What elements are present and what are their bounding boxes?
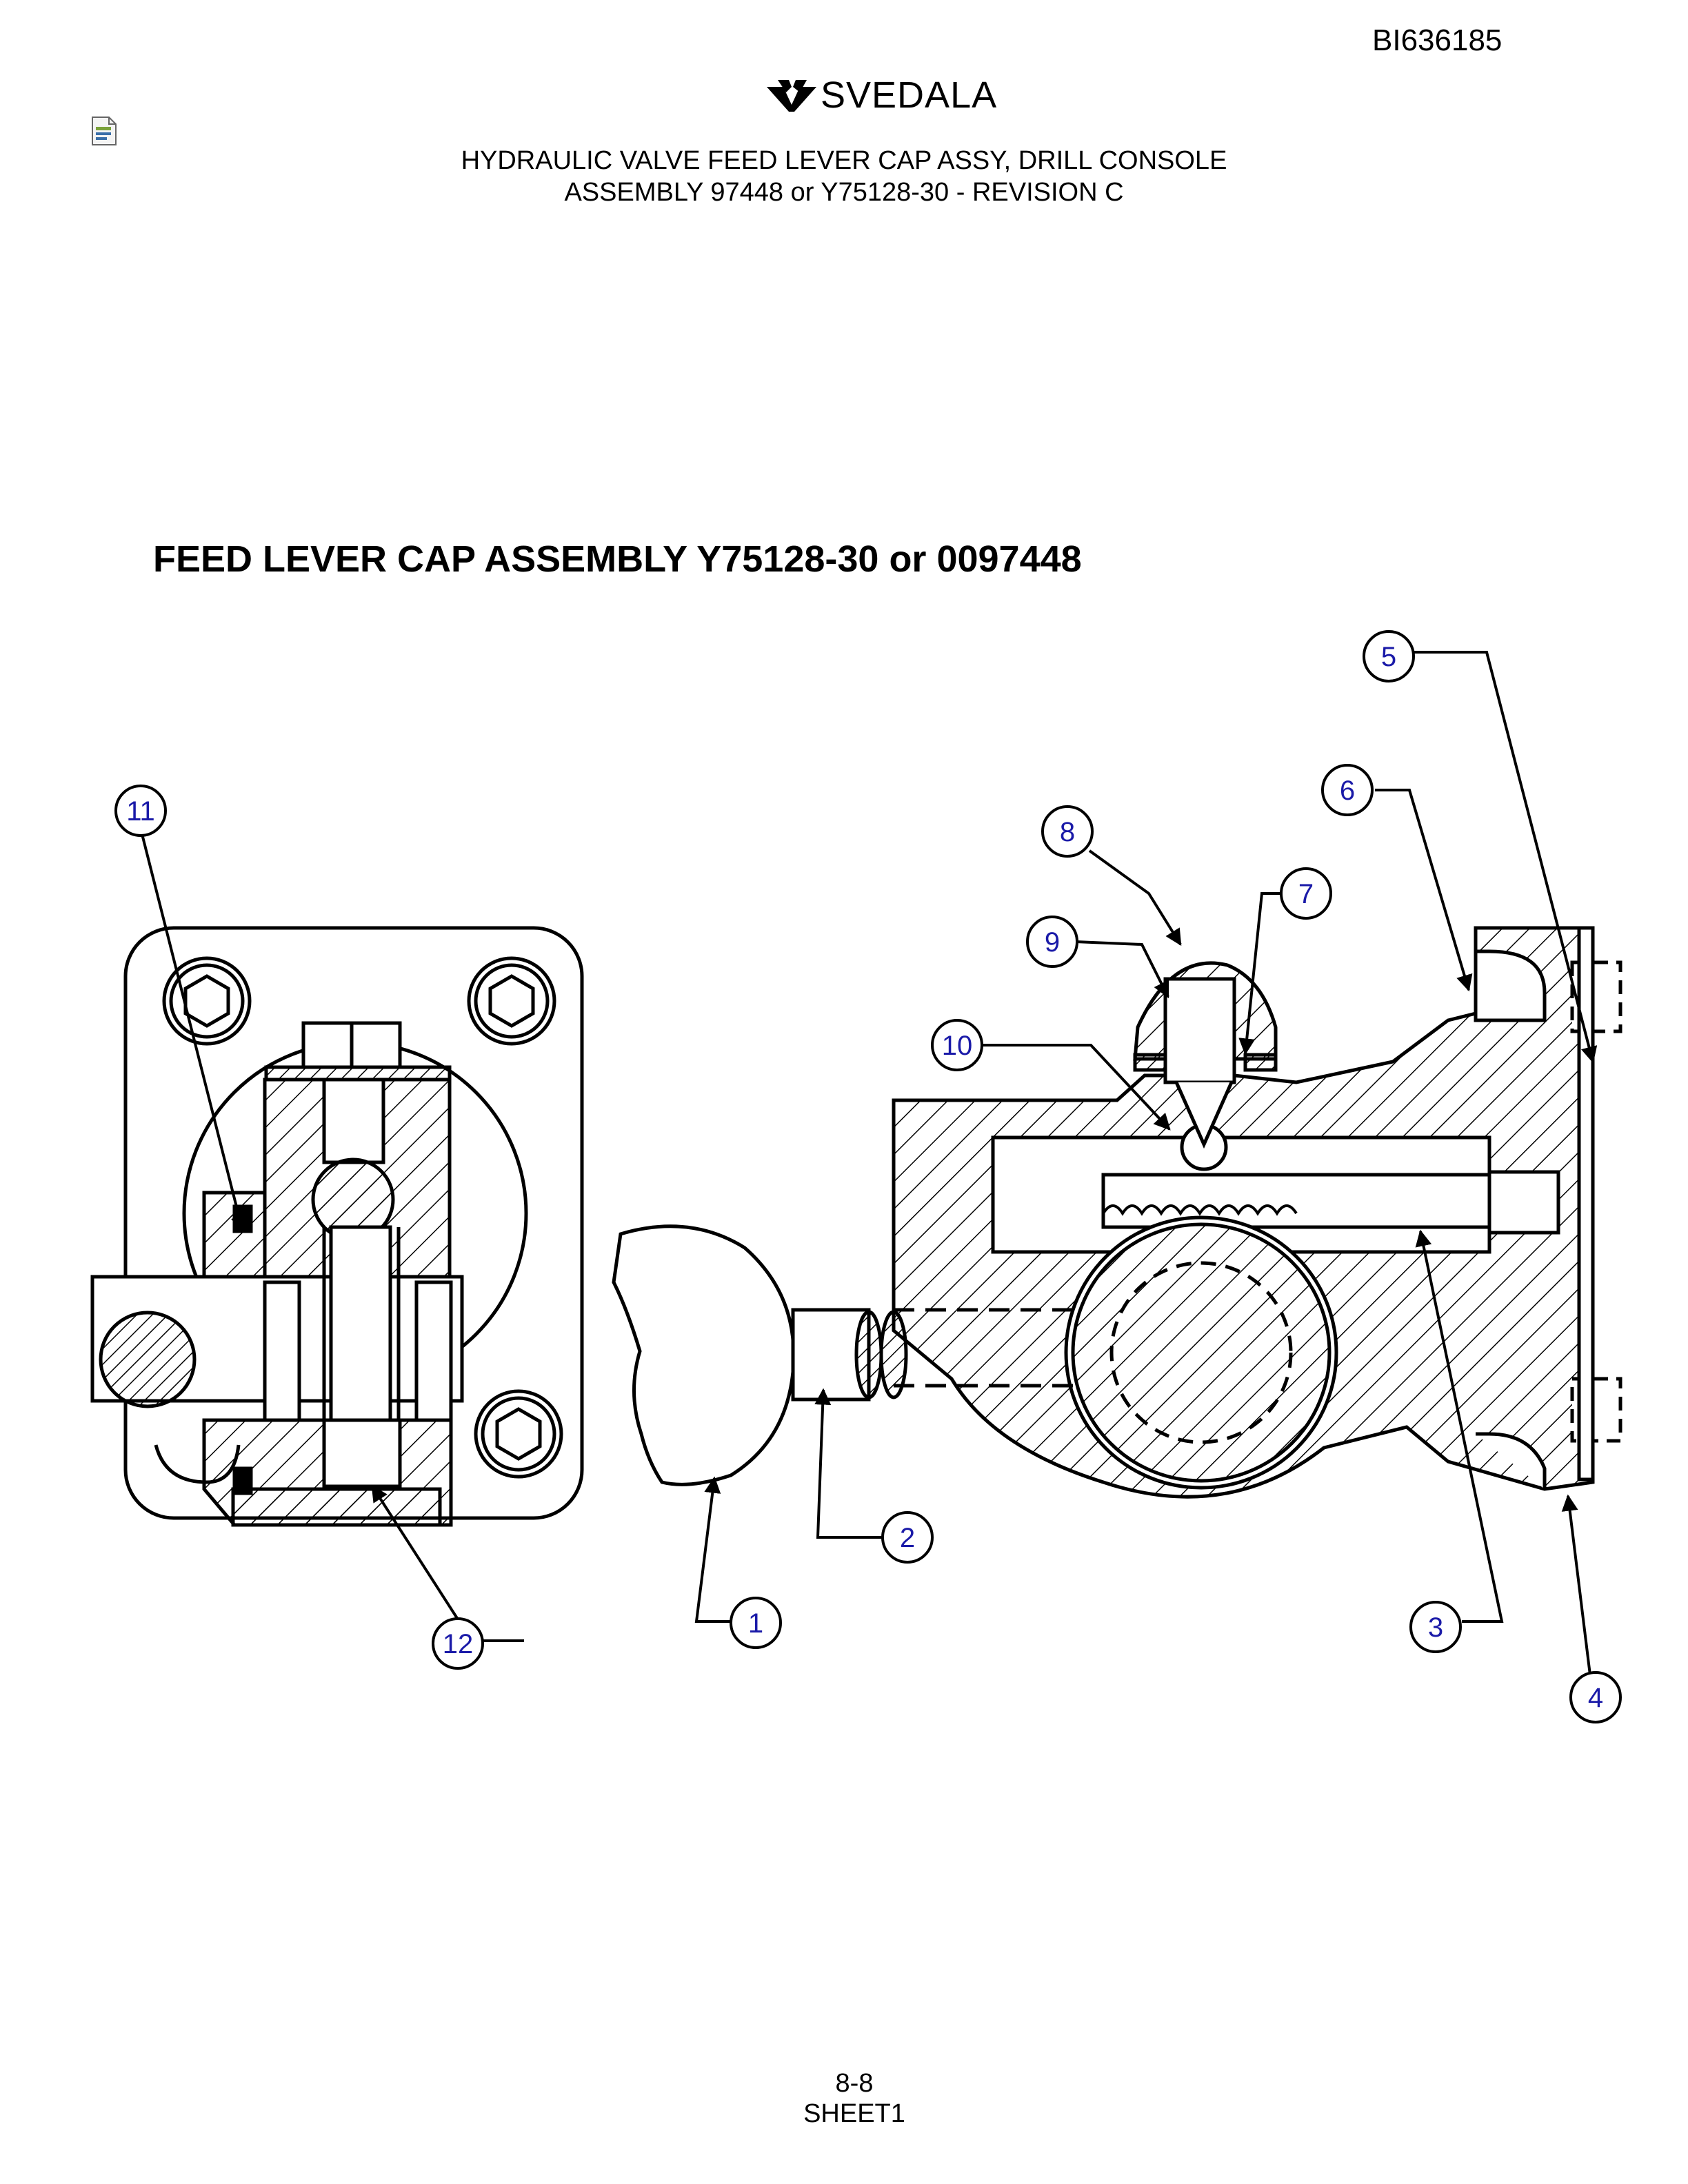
callout-number-10: 10 bbox=[942, 1031, 973, 1061]
callout-10[interactable] bbox=[931, 1019, 983, 1071]
callout-number-2: 2 bbox=[900, 1523, 915, 1553]
callout-12[interactable] bbox=[432, 1617, 484, 1670]
left-view-cap bbox=[90, 926, 584, 1527]
callout-number-6: 6 bbox=[1340, 776, 1355, 806]
bolt-head-top-left bbox=[162, 956, 252, 1046]
callout-number-5: 5 bbox=[1381, 642, 1396, 672]
callout-number-7: 7 bbox=[1298, 879, 1314, 909]
callout-bubbles bbox=[114, 630, 1622, 1723]
right-view-housing bbox=[892, 926, 1622, 1499]
title-line-2: ASSEMBLY 97448 or Y75128-30 - REVISION C bbox=[564, 178, 1124, 207]
bolt-head-top-right bbox=[467, 956, 556, 1046]
sheet-label: SHEET1 bbox=[803, 2099, 905, 2128]
callout-4[interactable] bbox=[1569, 1671, 1622, 1723]
callout-number-4: 4 bbox=[1588, 1683, 1603, 1713]
company-logo: SVEDALA bbox=[765, 74, 997, 116]
callout-number-8: 8 bbox=[1060, 817, 1075, 847]
callout-9[interactable] bbox=[1026, 916, 1078, 968]
callout-numbers: 11 12 1 2 3 4 5 6 7 8 9 10 bbox=[126, 642, 1603, 1713]
logo-text: SVEDALA bbox=[821, 74, 998, 116]
page-number: 8-8 bbox=[835, 2069, 874, 2098]
leader-lines bbox=[141, 651, 1598, 1698]
callout-number-1: 1 bbox=[748, 1608, 763, 1639]
page-footer: 8-8 SHEET1 bbox=[0, 2068, 1688, 2129]
callout-number-9: 9 bbox=[1045, 927, 1060, 958]
bolt-head-bottom-right bbox=[474, 1389, 563, 1479]
document-number: BI636185 bbox=[1372, 23, 1503, 57]
callout-5[interactable] bbox=[1363, 630, 1415, 682]
callout-number-12: 12 bbox=[443, 1629, 474, 1659]
document-icon[interactable] bbox=[91, 116, 117, 146]
page-header-title: HYDRAULIC VALVE FEED LEVER CAP ASSY, DRI… bbox=[0, 145, 1688, 208]
callout-7[interactable] bbox=[1280, 867, 1332, 920]
callout-11[interactable] bbox=[114, 785, 167, 837]
title-line-1: HYDRAULIC VALVE FEED LEVER CAP ASSY, DRI… bbox=[461, 146, 1227, 175]
callout-1[interactable] bbox=[730, 1597, 782, 1649]
section-title: FEED LEVER CAP ASSEMBLY Y75128-30 or 009… bbox=[153, 538, 1082, 580]
callout-number-11: 11 bbox=[126, 796, 155, 827]
callout-2[interactable] bbox=[881, 1511, 934, 1564]
svedala-logo-mark-icon bbox=[767, 80, 816, 112]
lever-ball bbox=[612, 1224, 908, 1486]
callout-8[interactable] bbox=[1041, 805, 1094, 858]
callout-3[interactable] bbox=[1409, 1601, 1462, 1653]
callout-number-3: 3 bbox=[1428, 1612, 1443, 1643]
callout-6[interactable] bbox=[1321, 764, 1374, 816]
